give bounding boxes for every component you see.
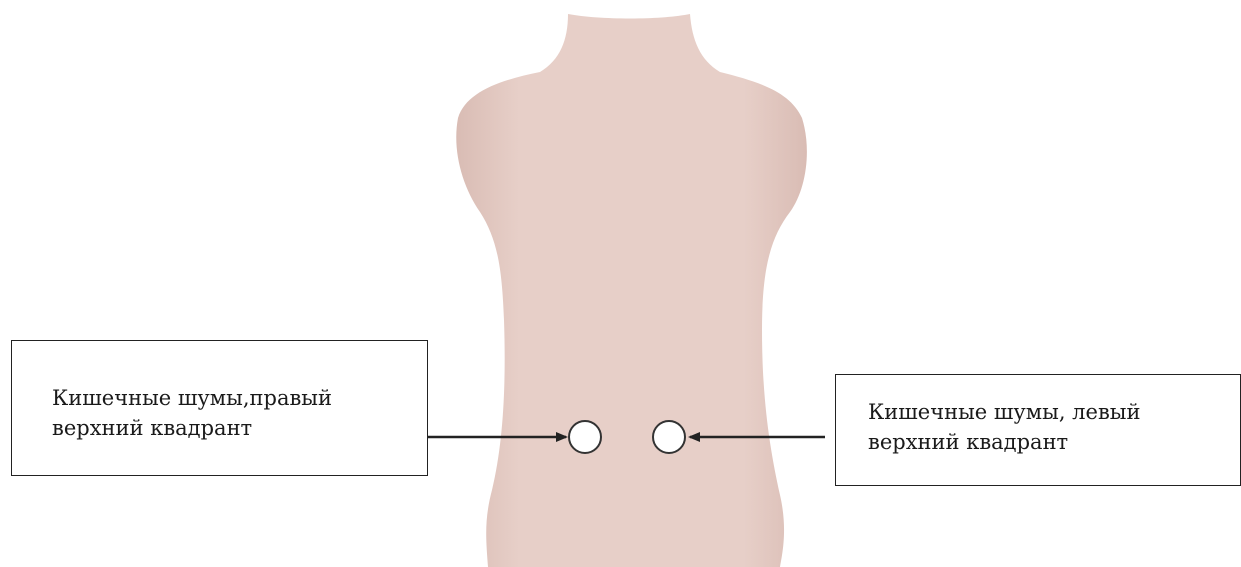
right-upper-quadrant-label-box: Кишечные шумы,правый верхний квадрант [11,340,428,476]
right-upper-quadrant-label-line2: верхний квадрант [52,413,427,443]
left-upper-quadrant-label-line2: верхний квадрант [868,427,1240,457]
left-upper-quadrant-marker [653,421,685,453]
torso-mannequin-body [456,14,807,567]
left-upper-quadrant-label-line1: Кишечные шумы, левый [868,397,1240,427]
right-upper-quadrant-label-line1: Кишечные шумы,правый [52,383,427,413]
left-upper-quadrant-label-box: Кишечные шумы, левый верхний квадрант [835,374,1241,486]
right-upper-quadrant-marker [569,421,601,453]
